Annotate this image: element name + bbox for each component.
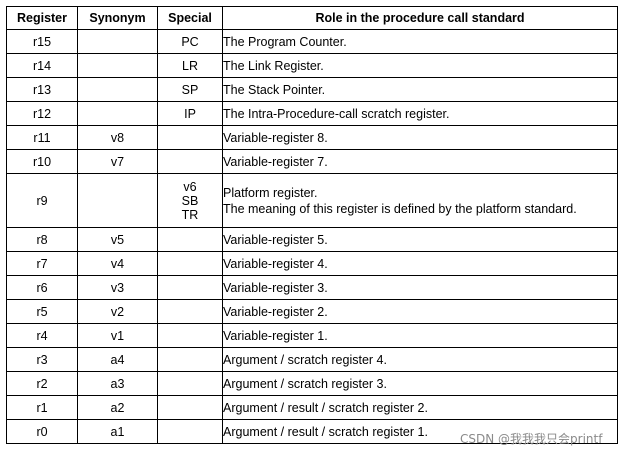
special-cell — [157, 419, 223, 444]
special-cell — [157, 323, 223, 348]
special-cell — [157, 371, 223, 396]
special-cell — [157, 275, 223, 300]
role-cell: Variable-register 7. — [222, 149, 618, 174]
role-cell: Variable-register 5. — [222, 227, 618, 252]
register-cell: r8 — [6, 227, 78, 252]
header-role: Role in the procedure call standard — [222, 6, 618, 30]
table-header-row: Register Synonym Special Role in the pro… — [6, 6, 618, 30]
special-cell — [157, 395, 223, 420]
role-cell: Variable-register 3. — [222, 275, 618, 300]
synonym-cell: v4 — [77, 251, 158, 276]
synonym-cell: a4 — [77, 347, 158, 372]
register-cell: r14 — [6, 53, 78, 78]
table-row: r15 PC The Program Counter. — [6, 29, 618, 54]
role-cell: The Intra-Procedure-call scratch registe… — [222, 101, 618, 126]
special-cell — [157, 299, 223, 324]
special-cell — [157, 149, 223, 174]
special-cell — [157, 347, 223, 372]
register-cell: r10 — [6, 149, 78, 174]
synonym-cell: a1 — [77, 419, 158, 444]
synonym-cell: v5 — [77, 227, 158, 252]
table-row: r2 a3 Argument / scratch register 3. — [6, 371, 618, 396]
synonym-cell: v3 — [77, 275, 158, 300]
special-alias: SB — [181, 193, 199, 208]
synonym-cell — [77, 101, 158, 126]
synonym-cell — [77, 77, 158, 102]
synonym-cell: v2 — [77, 299, 158, 324]
role-cell: Platform register. The meaning of this r… — [222, 173, 618, 228]
role-cell: Variable-register 2. — [222, 299, 618, 324]
synonym-cell: v8 — [77, 125, 158, 150]
special-cell: SP — [157, 77, 223, 102]
table-row: r5 v2 Variable-register 2. — [6, 299, 618, 324]
table-row: r1 a2 Argument / result / scratch regist… — [6, 395, 618, 420]
synonym-cell: a2 — [77, 395, 158, 420]
synonym-cell: v1 — [77, 323, 158, 348]
register-cell: r0 — [6, 419, 78, 444]
table-row: r8 v5 Variable-register 5. — [6, 227, 618, 252]
register-table: Register Synonym Special Role in the pro… — [6, 6, 618, 444]
special-cell: PC — [157, 29, 223, 54]
synonym-cell: v7 — [77, 149, 158, 174]
role-cell: Argument / scratch register 4. — [222, 347, 618, 372]
register-cell: r6 — [6, 275, 78, 300]
register-cell: r4 — [6, 323, 78, 348]
header-special: Special — [157, 6, 223, 30]
role-line: Platform register. — [223, 185, 318, 200]
role-line: The meaning of this register is defined … — [223, 201, 577, 216]
register-cell: r5 — [6, 299, 78, 324]
special-cell — [157, 227, 223, 252]
table-row: r0 a1 Argument / result / scratch regist… — [6, 419, 618, 444]
table-row: r9 v6 SB TR Platform register. The meani… — [6, 173, 618, 228]
register-cell: r7 — [6, 251, 78, 276]
table-row: r6 v3 Variable-register 3. — [6, 275, 618, 300]
register-cell: r13 — [6, 77, 78, 102]
table-row: r4 v1 Variable-register 1. — [6, 323, 618, 348]
role-cell: Argument / result / scratch register 1. — [222, 419, 618, 444]
role-cell: The Program Counter. — [222, 29, 618, 54]
table-row: r12 IP The Intra-Procedure-call scratch … — [6, 101, 618, 126]
special-cell — [157, 251, 223, 276]
special-cell: LR — [157, 53, 223, 78]
role-cell: The Stack Pointer. — [222, 77, 618, 102]
register-cell: r12 — [6, 101, 78, 126]
table-row: r7 v4 Variable-register 4. — [6, 251, 618, 276]
register-cell: r9 — [6, 173, 78, 228]
role-cell: Variable-register 4. — [222, 251, 618, 276]
synonym-cell — [77, 173, 158, 228]
table-row: r14 LR The Link Register. — [6, 53, 618, 78]
table-body: r15 PC The Program Counter. r14 LR The L… — [6, 29, 618, 444]
table-row: r11 v8 Variable-register 8. — [6, 125, 618, 150]
special-alias: v6 — [183, 179, 197, 194]
table-row: r10 v7 Variable-register 7. — [6, 149, 618, 174]
special-alias: TR — [181, 207, 199, 222]
header-register: Register — [6, 6, 78, 30]
special-cell: v6 SB TR — [157, 173, 223, 228]
watermark: CSDN @我我我只会printf — [460, 432, 603, 446]
register-cell: r2 — [6, 371, 78, 396]
role-cell: Variable-register 8. — [222, 125, 618, 150]
role-cell: The Link Register. — [222, 53, 618, 78]
role-cell: Argument / scratch register 3. — [222, 371, 618, 396]
role-cell: Variable-register 1. — [222, 323, 618, 348]
table-row: r13 SP The Stack Pointer. — [6, 77, 618, 102]
special-cell — [157, 125, 223, 150]
special-cell: IP — [157, 101, 223, 126]
register-cell: r3 — [6, 347, 78, 372]
register-cell: r1 — [6, 395, 78, 420]
table-row: r3 a4 Argument / scratch register 4. — [6, 347, 618, 372]
synonym-cell — [77, 53, 158, 78]
synonym-cell: a3 — [77, 371, 158, 396]
role-cell: Argument / result / scratch register 2. — [222, 395, 618, 420]
header-synonym: Synonym — [77, 6, 158, 30]
synonym-cell — [77, 29, 158, 54]
register-cell: r11 — [6, 125, 78, 150]
register-cell: r15 — [6, 29, 78, 54]
